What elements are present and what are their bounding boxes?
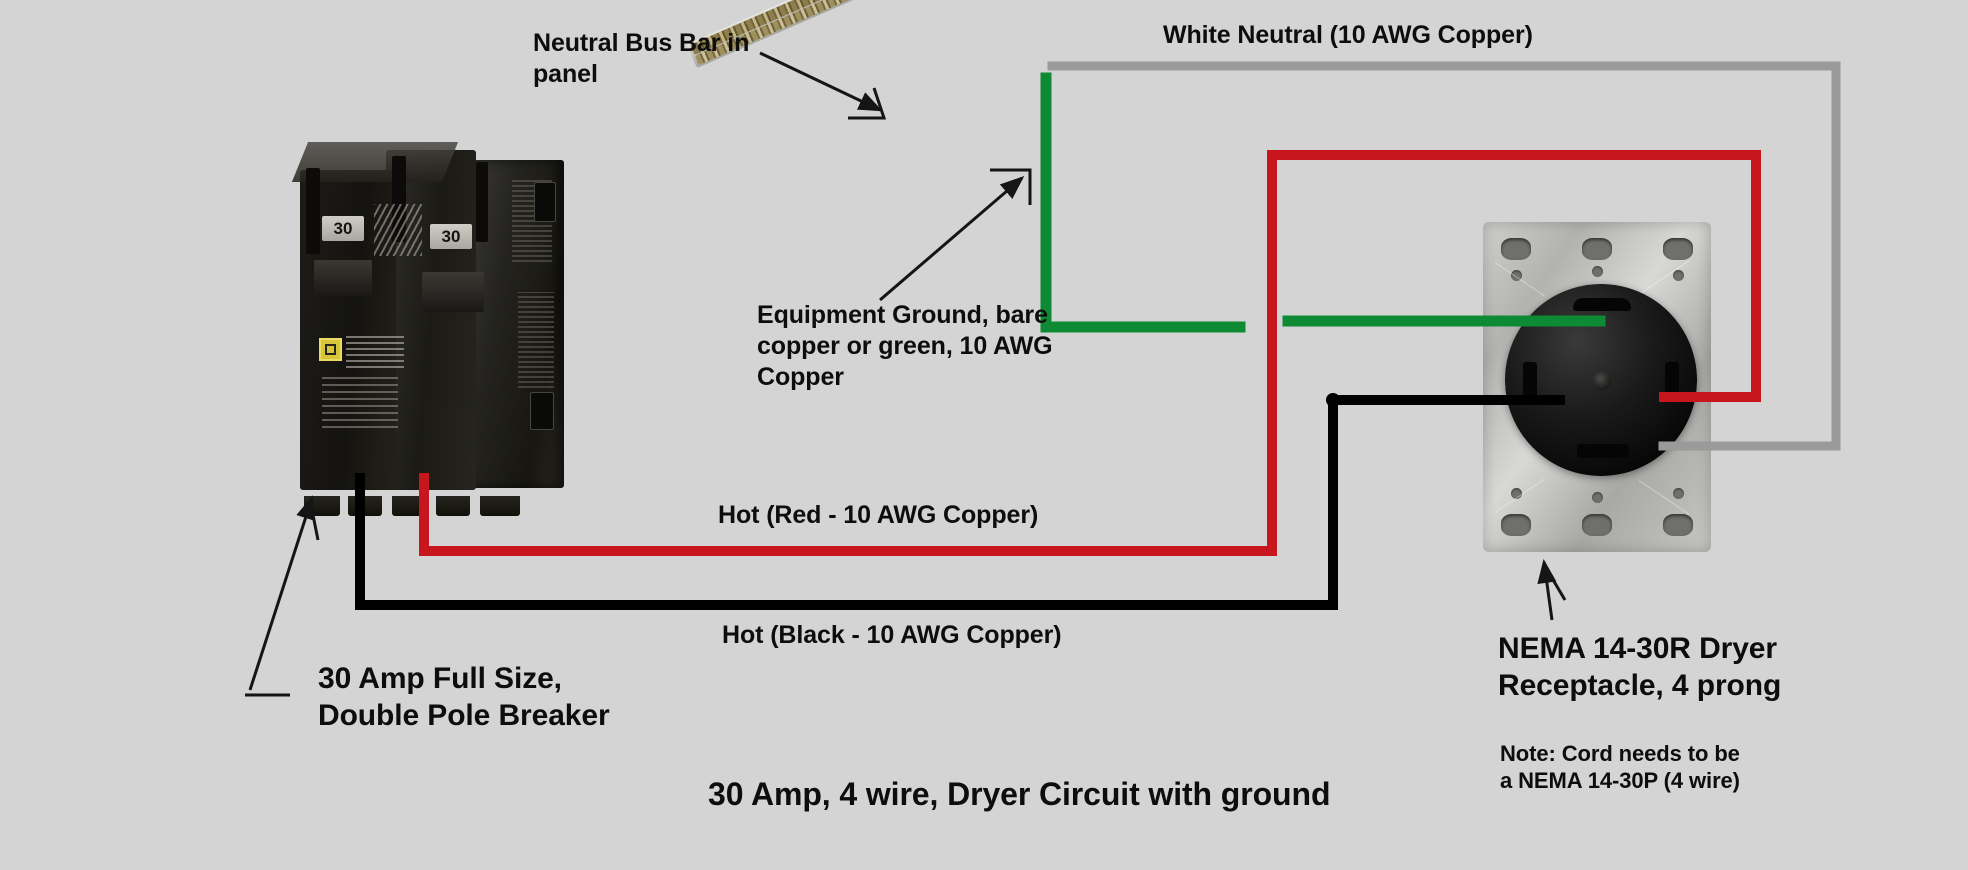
label-hot-red: Hot (Red - 10 AWG Copper) — [718, 501, 1039, 529]
breaker-fine-print — [346, 334, 404, 368]
receptacle-ground-slot — [1573, 298, 1631, 311]
breaker-side-slot — [530, 392, 554, 430]
breaker-side-vents — [518, 292, 554, 388]
receptacle-hot-slot-left — [1523, 362, 1537, 402]
receptacle-center-screw — [1593, 372, 1611, 390]
receptacle-screw-hole — [1673, 270, 1684, 281]
receptacle-mounting-hole — [1582, 514, 1612, 536]
leader-arrow-receptacle-barb — [1544, 567, 1567, 601]
wire-hot-black-junction-dot — [1326, 393, 1340, 407]
double-pole-breaker-image: 30 30 — [291, 142, 570, 516]
breaker-fine-print-lower — [322, 376, 398, 428]
label-breaker: 30 Amp Full Size, Double Pole Breaker — [318, 662, 610, 733]
breaker-terminal-foot — [480, 496, 520, 516]
receptacle-mounting-hole — [1663, 514, 1693, 536]
receptacle-mounting-hole — [1663, 238, 1693, 260]
receptacle-mounting-hole — [1582, 238, 1612, 260]
receptacle-screw-hole — [1511, 270, 1522, 281]
receptacle-mounting-hole — [1501, 514, 1531, 536]
leader-arrow-equipment-ground — [879, 176, 1025, 302]
leader-arrow-bus-bar — [759, 51, 883, 112]
breaker-toggle-right[interactable] — [422, 272, 484, 312]
breaker-notch — [476, 162, 488, 242]
wire-hot-red — [419, 150, 1761, 556]
breaker-side-slot — [534, 182, 556, 222]
receptacle-mounting-hole — [1501, 238, 1531, 260]
breaker-amp-rating-right: 30 — [430, 224, 472, 249]
leader-arrow-equipment-ground-tail — [990, 168, 1032, 205]
nema-14-30r-receptacle-image — [1483, 222, 1711, 552]
receptacle-screw-hole — [1592, 266, 1603, 277]
label-hot-black: Hot (Black - 10 AWG Copper) — [722, 621, 1062, 649]
label-neutral-bus-bar: Neutral Bus Bar in panel — [533, 29, 750, 88]
label-cord-note: Note: Cord needs to be a NEMA 14-30P (4 … — [1500, 741, 1740, 794]
breaker-terminal-foot — [392, 496, 426, 516]
receptacle-screw-hole — [1673, 488, 1684, 499]
label-receptacle: NEMA 14-30R Dryer Receptacle, 4 prong — [1498, 632, 1782, 703]
label-equipment-ground: Equipment Ground, bare copper or green, … — [757, 301, 1053, 391]
square-d-logo-icon — [319, 338, 342, 361]
receptacle-screw-hole — [1592, 492, 1603, 503]
breaker-amp-rating-left: 30 — [322, 216, 364, 241]
breaker-notch — [306, 168, 320, 254]
breaker-terminal-foot — [436, 496, 470, 516]
breaker-toggle-left[interactable] — [314, 260, 372, 296]
wire-white-neutral — [1047, 61, 1841, 451]
leader-arrow-breaker — [248, 495, 315, 691]
leader-arrow-breaker-barb — [310, 509, 320, 541]
leader-arrow-bus-bar-tail — [848, 87, 887, 120]
wire-hot-black — [355, 395, 1565, 610]
receptacle-neutral-slot — [1577, 444, 1629, 458]
diagram-title: 30 Amp, 4 wire, Dryer Circuit with groun… — [708, 776, 1331, 812]
wire-equipment-ground-segment-a — [1040, 72, 1246, 333]
leader-arrow-receptacle — [1537, 559, 1557, 621]
label-white-neutral: White Neutral (10 AWG Copper) — [1163, 21, 1533, 49]
receptacle-screw-hole — [1511, 488, 1522, 499]
breaker-printed-text-block — [374, 204, 422, 256]
